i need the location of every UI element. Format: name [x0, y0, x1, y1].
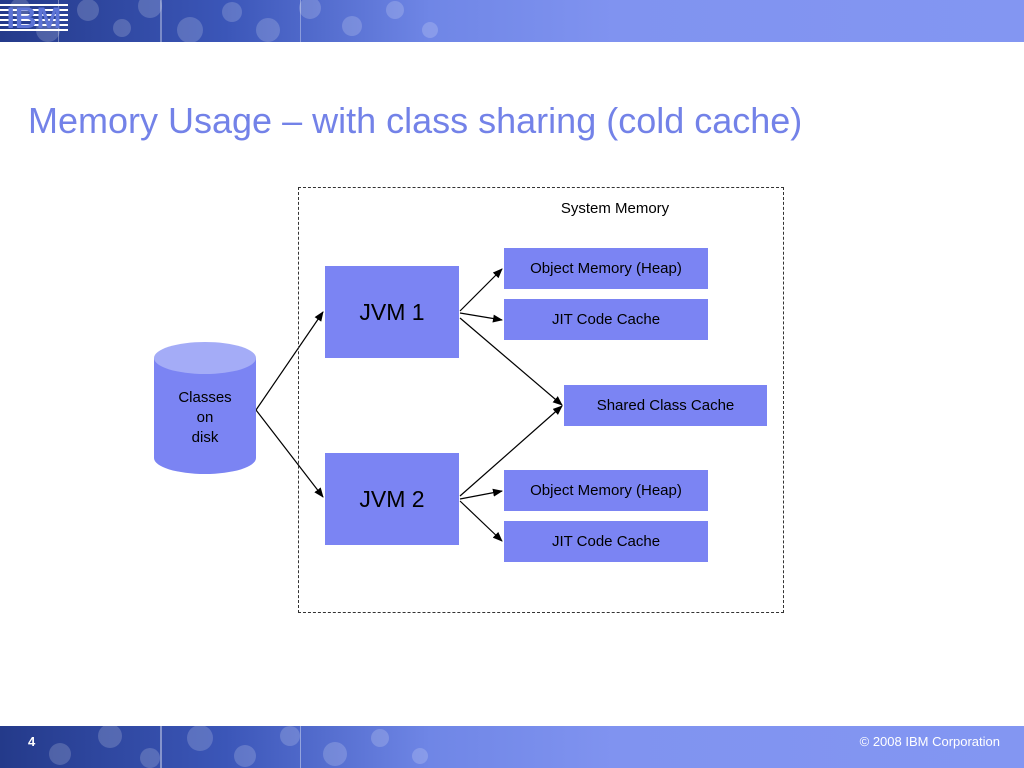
- jvm2-box: JVM 2: [325, 453, 459, 545]
- svg-text:IBM: IBM: [7, 2, 62, 34]
- jvm2-heap-box: Object Memory (Heap): [504, 470, 708, 511]
- header-banner: IBM: [0, 0, 1024, 42]
- system-memory-frame: [298, 187, 784, 613]
- footer-decoration: [49, 726, 428, 768]
- arrow-jvm2-to-shared: [459, 405, 563, 497]
- system-memory-label: System Memory: [560, 200, 670, 217]
- jvm1-box: JVM 1: [325, 266, 459, 358]
- arrow-jvm1-to-jit: [459, 312, 503, 323]
- page-number: 4: [28, 734, 36, 749]
- jvm1-heap-box: Object Memory (Heap): [504, 248, 708, 289]
- slide-title: Memory Usage – with class sharing (cold …: [28, 100, 803, 141]
- copyright-notice: © 2008 IBM Corporation: [859, 734, 1000, 749]
- jvm2-jit-box: JIT Code Cache: [504, 521, 708, 562]
- shared-class-cache-box: Shared Class Cache: [564, 385, 767, 426]
- jvm1-jit-box: JIT Code Cache: [504, 299, 708, 340]
- disk-cylinder-icon: [154, 342, 256, 474]
- arrow-disk-to-jvm2: [255, 409, 324, 498]
- ibm-logo: IBM: [0, 2, 68, 34]
- arrow-jvm1-to-shared: [459, 317, 563, 406]
- disk-label: Classes on disk: [178, 389, 232, 446]
- footer-banner: [0, 726, 1024, 768]
- arrow-jvm2-to-heap: [459, 488, 503, 500]
- arrow-jvm2-to-jit: [459, 500, 503, 542]
- arrow-disk-to-jvm1: [255, 311, 324, 411]
- arrow-jvm1-to-heap: [459, 268, 503, 312]
